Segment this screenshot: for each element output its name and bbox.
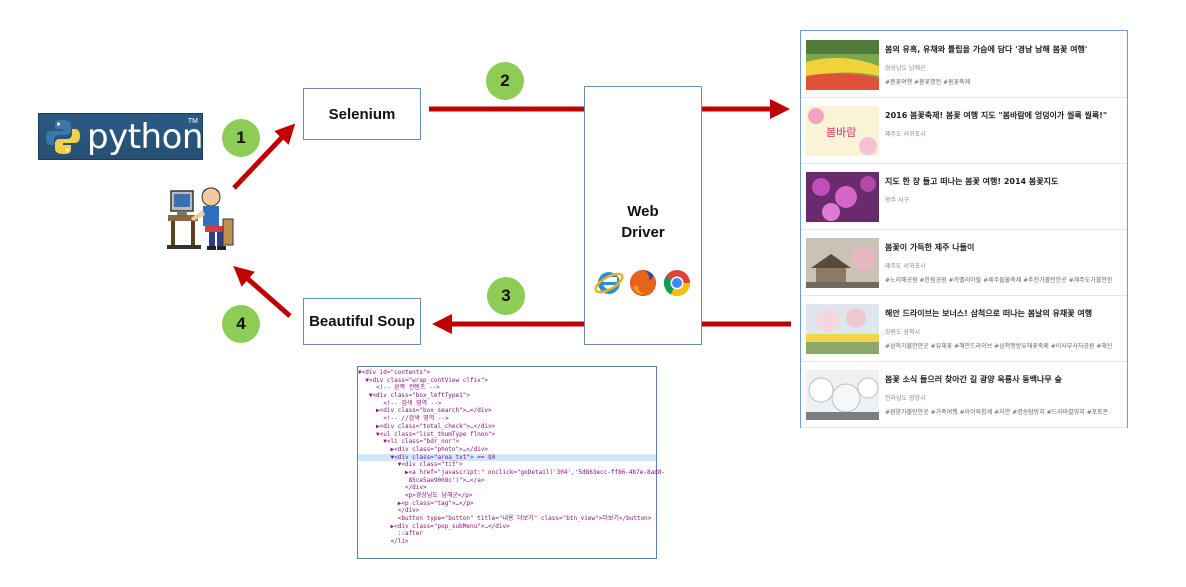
code-line: ▼<li class="bdr_nor"> xyxy=(358,438,460,446)
code-line: ▶<div class="box_search">…</div> xyxy=(358,407,492,415)
code-line: ▼<div class="wrap_contView clfix"> xyxy=(358,376,489,384)
list-item[interactable]: 봄바람 2016 봄꽃축제! 봄꽃 여행 지도 "봄바람에 엉덩이가 씰룩 씰룩… xyxy=(801,97,1127,164)
web-driver-label-line1: Web xyxy=(627,203,659,220)
code-line: 85ce5ae9008c')">…</a> xyxy=(358,476,485,484)
arrow-python-to-selenium xyxy=(232,123,296,190)
code-line: ▶<div class="pop_subMenu">…</div> xyxy=(358,522,510,530)
item-location: 광주 서구 xyxy=(885,197,909,204)
code-line: ▼<ul class="list_thumType flnon"> xyxy=(358,430,496,438)
code-line: ▼<div class="box_leftType1"> xyxy=(358,392,470,400)
selenium-box: Selenium xyxy=(303,88,421,140)
code-line: ::after xyxy=(358,530,424,538)
thumbnail-image: 봄바람 xyxy=(806,106,879,156)
code-line: ▼<div id="contents"> xyxy=(358,369,431,376)
code-line: </div> xyxy=(358,484,427,492)
item-location: 전라남도 광양시 xyxy=(885,395,926,402)
code-line: <!-- //검색 영역 --> xyxy=(358,415,449,423)
code-line-selected: ▼<div class="area_txt"> == $0 xyxy=(358,453,656,462)
beautiful-soup-box: Beautiful Soup xyxy=(303,298,421,345)
web-page-results-panel: 봄의 유혹, 유채와 튤립을 가슴에 담다 '경남 남해 봄꽃 여행' 경상남도… xyxy=(800,30,1128,428)
item-tags: #삼척가볼만한곳 #유채꽃 #해안드라이브 #삼척맹방유채꽃축제 #이사부사자공… xyxy=(885,343,1113,350)
code-line: <button type="button" title="내용 더보기" cla… xyxy=(358,515,652,523)
item-location: 제주도 서귀포시 xyxy=(885,263,926,270)
list-item[interactable]: 해안 드라이브는 보너스! 삼척으로 떠나는 봄날의 유채꽃 여행 강원도 삼척… xyxy=(801,295,1127,362)
internet-explorer-icon xyxy=(594,272,624,294)
list-item[interactable]: 지도 한 장 들고 떠나는 봄꽃 여행! 2014 봄꽃지도 광주 서구 xyxy=(801,163,1127,230)
thumbnail-image xyxy=(806,304,879,354)
item-title[interactable]: 봄꽃 소식 들으러 찾아간 길 광양 옥룡사 동백나무 숲 xyxy=(885,375,1062,384)
item-location: 강원도 삼척시 xyxy=(885,329,921,336)
item-tags: #광양가볼만한곳 #가족여행 #아이와함께 #자연 #명승탐방지 #드라마촬영지… xyxy=(885,409,1109,416)
list-item[interactable]: 봄꽃 소식 들으러 찾아간 길 광양 옥룡사 동백나무 숲 전라남도 광양시 #… xyxy=(801,361,1127,428)
step-1-badge: 1 xyxy=(222,119,260,157)
code-line: <p>경상남도 남해군</p> xyxy=(358,492,473,499)
item-title[interactable]: 2016 봄꽃축제! 봄꽃 여행 지도 "봄바람에 엉덩이가 씰룩 씰룩!" xyxy=(885,111,1108,120)
thumbnail-image xyxy=(806,370,879,420)
python-wordmark: python xyxy=(87,116,203,157)
chrome-icon xyxy=(663,270,691,297)
python-logo: python TM xyxy=(38,113,203,160)
code-line: ▶<a href="javascript:" onclick="goDetail… xyxy=(358,468,666,476)
item-title[interactable]: 봄의 유혹, 유채와 튤립을 가슴에 담다 '경남 남해 봄꽃 여행' xyxy=(885,45,1088,54)
code-line: ▶<div class="total_check">…</div> xyxy=(358,422,496,430)
code-line: </li> xyxy=(358,538,409,546)
item-location: 경상남도 남해군 xyxy=(885,65,926,72)
step-4-badge: 4 xyxy=(222,305,260,343)
code-line: <!-- 검색 영역 --> xyxy=(358,399,442,407)
thumbnail-image xyxy=(806,40,879,90)
thumbnail-image xyxy=(806,172,879,222)
item-title[interactable]: 지도 한 장 들고 떠나는 봄꽃 여행! 2014 봄꽃지도 xyxy=(885,177,1059,186)
list-item[interactable]: 봄꽃이 가득한 제주 나들이 제주도 서귀포시 #노리매공원 #한림공원 #카멜… xyxy=(801,229,1127,296)
svg-text:봄바람: 봄바람 xyxy=(826,126,856,139)
step-3-badge: 3 xyxy=(487,277,525,315)
list-item[interactable]: 봄의 유혹, 유채와 튤립을 가슴에 담다 '경남 남해 봄꽃 여행' 경상남도… xyxy=(801,31,1127,98)
code-line: ▶<p class="tag">…</p> xyxy=(358,499,474,507)
web-driver-label-line2: Driver xyxy=(621,224,665,241)
firefox-icon xyxy=(630,270,656,296)
code-line: ▼<div class="tit"> xyxy=(358,461,463,469)
web-driver-box: Web Driver xyxy=(584,86,702,345)
code-line: </div> xyxy=(358,507,420,515)
thumbnail-image xyxy=(806,238,879,288)
devtools-html-code: ▼<div id="contents"> ▼<div class="wrap_c… xyxy=(357,366,666,559)
item-title[interactable]: 해안 드라이브는 보너스! 삼척으로 떠나는 봄날의 유채꽃 여행 xyxy=(885,309,1093,318)
code-line: <!-- 왼쪽 컨텐츠 --> xyxy=(358,384,440,392)
item-tags: #봄꽃여행 #봄꽃명전 #봄꽃축제 xyxy=(885,79,971,86)
item-title[interactable]: 봄꽃이 가득한 제주 나들이 xyxy=(885,243,975,252)
trademark-mark: TM xyxy=(187,118,198,125)
step-2-badge: 2 xyxy=(486,62,524,100)
item-tags: #노리매공원 #한림공원 #카멜리아힐 #제주들불축제 #추천가볼만한곳 #제주… xyxy=(885,277,1113,284)
python-snake-icon xyxy=(46,119,80,154)
arrow-beautifulsoup-to-python xyxy=(233,266,292,318)
person-at-computer-icon xyxy=(167,187,234,250)
code-line: ▶<div class="photo">…</div> xyxy=(358,445,489,453)
item-location: 제주도 서귀포시 xyxy=(885,131,926,138)
